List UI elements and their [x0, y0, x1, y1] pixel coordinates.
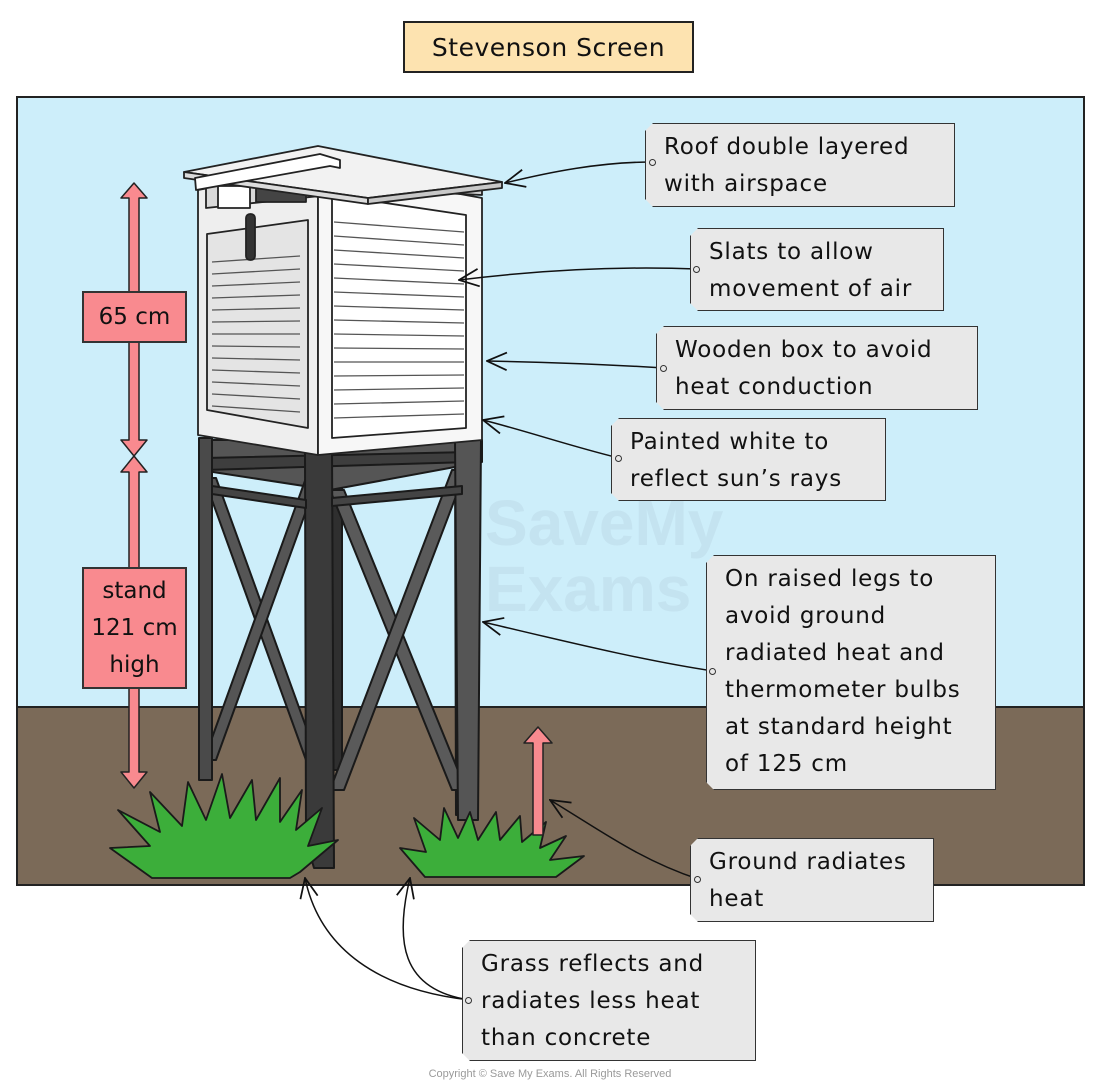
label-65cm: 65 cm: [82, 291, 187, 343]
label-wooden-box-hole: [660, 365, 667, 372]
left-slats: [211, 255, 301, 413]
watermark-line-2: Exams: [485, 553, 692, 625]
front-slats: [333, 221, 465, 419]
label-grass: Grass reflects and radiates less heat th…: [462, 940, 756, 1061]
watermark-line-1: SaveMy: [485, 487, 724, 559]
label-ground-radiates: Ground radiates heat: [690, 838, 934, 922]
grass-tufts: [109, 773, 585, 879]
stand-legs: [198, 437, 483, 869]
watermark: SaveMy Exams: [485, 490, 723, 622]
label-roof: Roof double layered with airspace: [645, 123, 955, 207]
pointer-arrows: [305, 161, 714, 1001]
label-grass-hole: [465, 997, 472, 1004]
label-painted-white: Painted white to reflect sun’s rays: [611, 418, 886, 501]
label-slats: Slats to allow movement of air: [690, 228, 944, 311]
label-raised-legs: On raised legs to avoid ground radiated …: [706, 555, 996, 790]
copyright-notice: Copyright © Save My Exams. All Rights Re…: [428, 1068, 672, 1080]
diagram-title: Stevenson Screen: [403, 21, 694, 73]
louvred-box: [183, 145, 503, 456]
label-painted-white-hole: [615, 455, 622, 462]
label-ground-radiates-hole: [694, 876, 701, 883]
label-slats-hole: [693, 266, 700, 273]
label-roof-hole: [649, 159, 656, 166]
label-raised-legs-hole: [709, 668, 716, 675]
arrow-ground-heat: [523, 726, 553, 836]
label-wooden-box: Wooden box to avoid heat conduction: [656, 326, 978, 410]
label-stand-121cm: stand 121 cm high: [82, 567, 187, 689]
